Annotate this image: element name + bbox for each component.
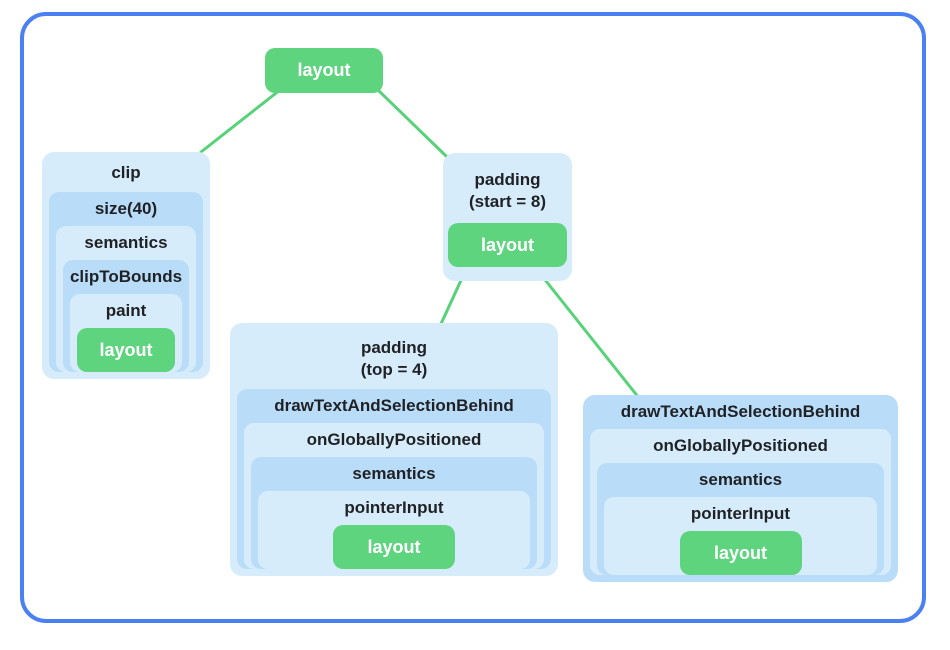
node-padding-start-title: padding (start = 8) — [443, 153, 572, 221]
node-semantics-mid: semantics pointerInput layout — [251, 457, 537, 569]
connector-root-to-clip — [199, 88, 282, 154]
node-clip: clip size(40) semantics clipToBounds pai… — [42, 152, 210, 379]
node-padding-top-title: padding (top = 4) — [230, 323, 558, 389]
node-pointerinput-right-label: pointerInput — [690, 504, 791, 523]
node-semantics-right: semantics pointerInput layout — [597, 463, 884, 575]
node-pointerinput-mid-label: pointerInput — [344, 498, 444, 517]
node-root-layout: layout — [265, 48, 383, 93]
connector-padding-start-to-padding-top — [438, 274, 465, 328]
node-drawtext-right: drawTextAndSelectionBehind onGloballyPos… — [583, 395, 898, 582]
node-pointerinput-right: pointerInput layout — [604, 497, 877, 575]
node-cliptobounds-label: clipToBounds — [69, 267, 183, 286]
node-clip-label: clip — [111, 163, 141, 182]
node-padding-start: padding (start = 8) layout — [443, 153, 572, 281]
node-padding-top: padding (top = 4) drawTextAndSelectionBe… — [230, 323, 558, 576]
node-layout-leaf-padding-top: layout — [333, 525, 455, 569]
node-semantics-mid-label: semantics — [352, 464, 436, 483]
node-layout-leaf-padding-start: layout — [448, 223, 567, 267]
node-ongloballypositioned-mid-label: onGloballyPositioned — [306, 430, 482, 449]
connector-padding-start-to-drawtext — [540, 274, 641, 400]
node-padding-top-label-line2: (top = 4) — [360, 360, 428, 379]
connector-root-to-padding-start — [376, 88, 448, 158]
node-ongloballypositioned-mid: onGloballyPositioned semantics pointerIn… — [244, 423, 544, 569]
node-semantics-clip-label: semantics — [84, 233, 168, 252]
node-ongloballypositioned-right-label: onGloballyPositioned — [653, 436, 828, 455]
node-size40-label: size(40) — [94, 199, 158, 218]
node-padding-start-label-line2: (start = 8) — [469, 192, 546, 211]
node-drawtext-mid-label: drawTextAndSelectionBehind — [274, 396, 514, 415]
node-semantics-clip: semantics clipToBounds paint layout — [56, 226, 196, 372]
node-paint: paint layout — [70, 294, 182, 372]
node-layout-leaf-drawtext: layout — [679, 531, 802, 575]
node-size40: size(40) semantics clipToBounds paint la… — [49, 192, 203, 372]
node-drawtext-mid: drawTextAndSelectionBehind onGloballyPos… — [237, 389, 551, 569]
node-padding-start-label-line1: padding — [474, 170, 541, 189]
node-semantics-right-label: semantics — [698, 470, 783, 489]
node-drawtext-right-label: drawTextAndSelectionBehind — [620, 402, 861, 421]
node-ongloballypositioned-right: onGloballyPositioned semantics pointerIn… — [590, 429, 891, 575]
node-layout-leaf-clip: layout — [77, 328, 175, 372]
node-paint-label: paint — [105, 301, 147, 320]
node-pointerinput-mid: pointerInput layout — [258, 491, 530, 569]
node-cliptobounds: clipToBounds paint layout — [63, 260, 189, 372]
node-padding-top-label-line1: padding — [360, 338, 428, 357]
